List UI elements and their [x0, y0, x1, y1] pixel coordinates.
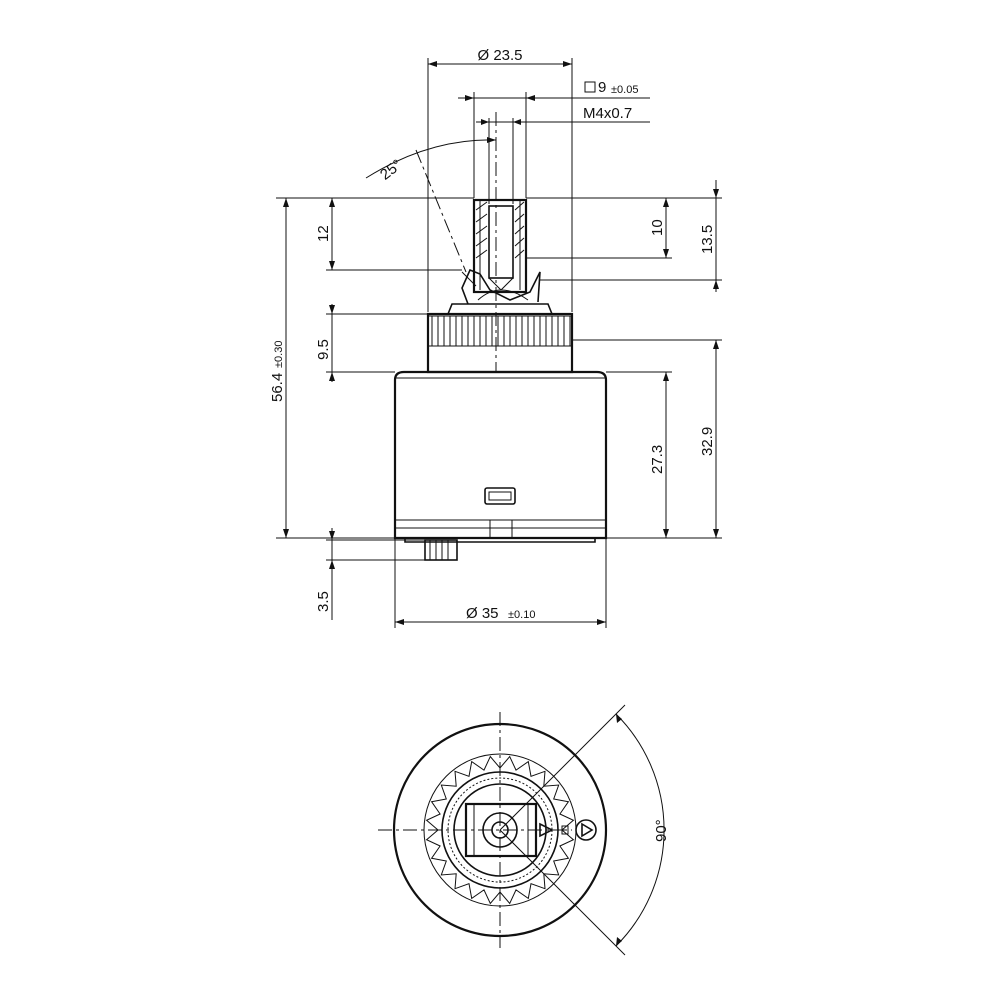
top-view: 90° [378, 704, 670, 956]
square-symbol [584, 81, 596, 93]
ring-height-label: 9.5 [315, 339, 332, 360]
rotation-line-lower [499, 829, 626, 956]
angle-25-label: 25° [377, 156, 405, 183]
ring-cap [447, 303, 553, 315]
thread-label: M4x0.7 [583, 105, 632, 122]
side-view: Ø 23.5 9 ±0.05 M4x0.7 25° 56.4 ±0.30 12 [269, 47, 722, 628]
total-height-tolerance: ±0.30 [273, 341, 285, 368]
body-height-outer-label: 32.9 [699, 427, 716, 456]
square-tolerance-label: ±0.05 [611, 84, 638, 96]
body-notch [489, 519, 513, 539]
thread-hatching [475, 201, 525, 259]
tilted-stem-outline [415, 149, 477, 287]
indicator-triangle-icon [581, 822, 594, 838]
bottom-pin-label: 3.5 [315, 591, 332, 612]
cartridge-body [393, 370, 608, 540]
bottom-pins [424, 539, 458, 561]
rotation-line-upper [499, 704, 626, 831]
stem-height-right-label: 10 [649, 219, 666, 236]
square-stem-block [464, 802, 538, 858]
rotation-angle-label: 90° [653, 819, 670, 842]
stem [472, 198, 528, 294]
diameter-bottom-tolerance: ±0.10 [508, 609, 535, 621]
square-size-label: 9 [598, 79, 606, 96]
total-height-label: 56.4 [269, 373, 286, 402]
knurl-teeth [431, 316, 571, 346]
indicator-circle [575, 819, 597, 841]
body-window-inner [488, 491, 512, 501]
thread-hole [488, 205, 514, 279]
body-height-label: 27.3 [649, 445, 666, 474]
diameter-top-label: Ø 23.5 [477, 47, 522, 64]
stem-height-outer-label: 13.5 [699, 225, 716, 254]
stem-height-left-label: 12 [315, 225, 332, 242]
rotation-arc-90 [615, 713, 665, 947]
diameter-bottom-label: Ø 35 [466, 605, 499, 622]
angle-arc-25 [365, 139, 497, 179]
stem-base [461, 268, 541, 305]
body-window [484, 487, 516, 505]
